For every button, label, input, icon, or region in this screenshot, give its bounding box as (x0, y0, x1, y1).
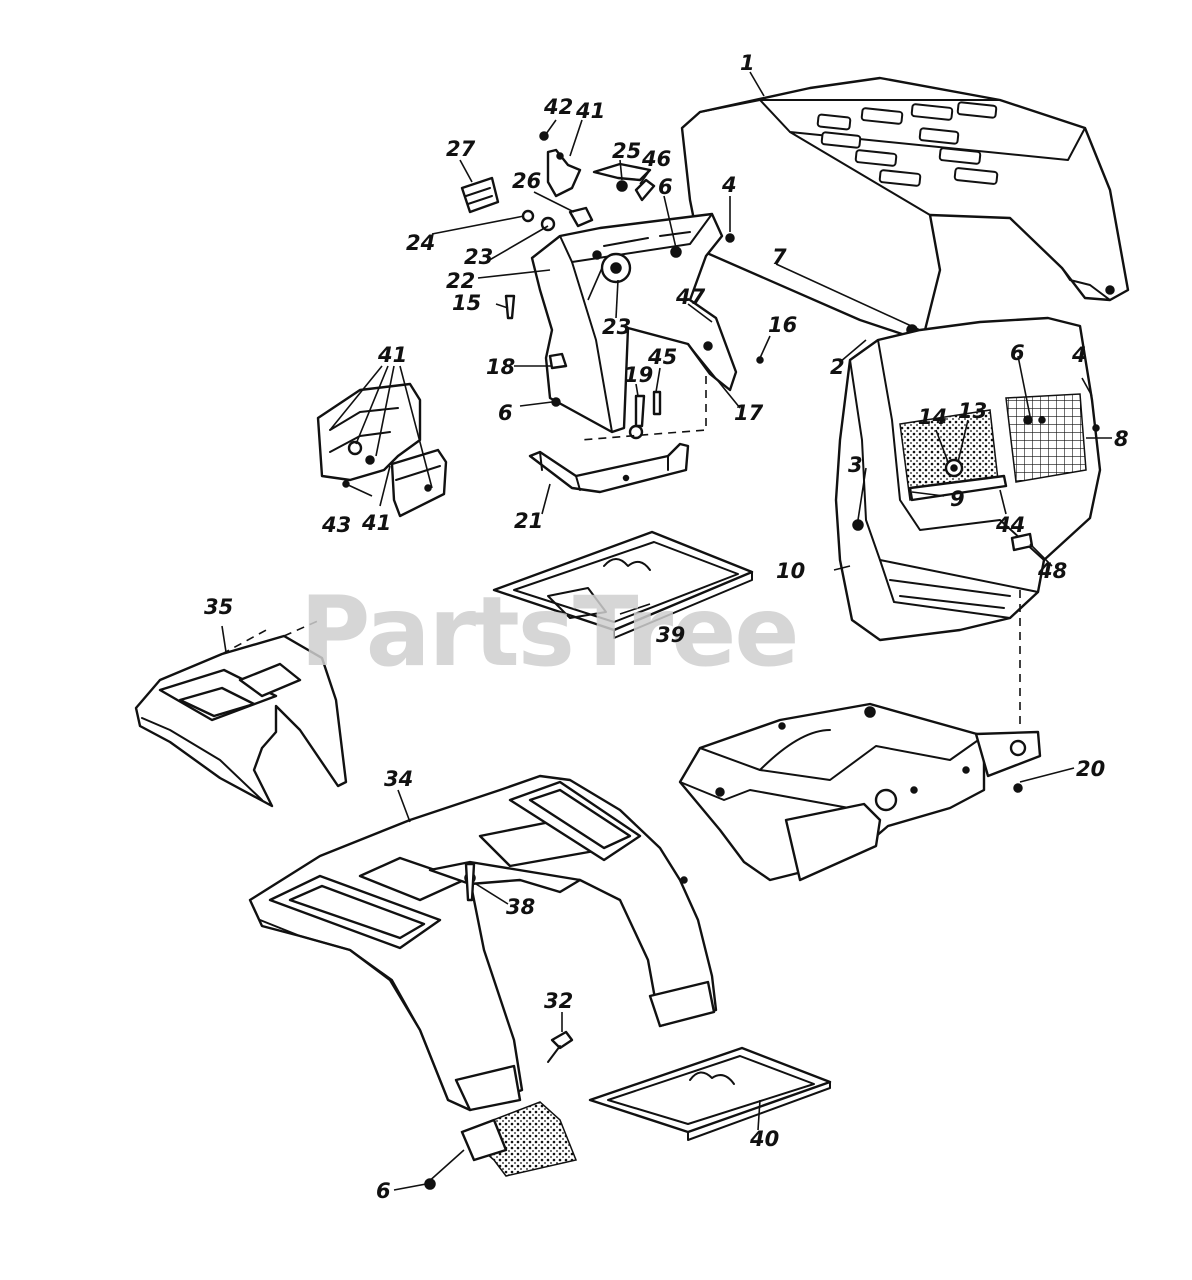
callout-labels: 1 42 41 27 25 46 26 6 4 24 23 7 22 47 15… (204, 51, 1129, 1203)
callout-21: 21 (514, 509, 543, 533)
callout-35: 35 (204, 595, 233, 619)
callout-24: 24 (406, 231, 435, 255)
callout-44: 44 (995, 513, 1025, 537)
choke-lever-assembly (460, 131, 735, 243)
callout-2: 2 (830, 355, 845, 379)
callout-47: 47 (675, 285, 706, 309)
callout-25: 25 (612, 139, 641, 163)
callout-8: 8 (1114, 427, 1129, 451)
fender-34 (248, 774, 718, 1112)
callout-38: 38 (506, 895, 535, 919)
callout-45: 45 (647, 345, 677, 369)
hood (680, 76, 1130, 337)
callout-1: 1 (740, 51, 755, 75)
callout-22: 22 (446, 269, 475, 293)
callout-20: 20 (1076, 757, 1105, 781)
callout-6b: 6 (1010, 341, 1025, 365)
callout-41: 41 (575, 99, 605, 123)
chassis-frame (678, 702, 1042, 882)
callout-39: 39 (656, 623, 685, 647)
callout-7: 7 (772, 245, 787, 269)
alignment-lines (579, 376, 1021, 730)
callout-41c: 41 (361, 511, 391, 535)
callout-41b: 41 (377, 343, 407, 367)
front-nose (834, 316, 1102, 642)
callout-15: 15 (452, 291, 481, 315)
fender-35 (134, 619, 348, 808)
callout-32: 32 (544, 989, 573, 1013)
floor-plate-39 (492, 530, 754, 639)
leader-lines (221, 71, 1112, 1191)
callout-19: 19 (624, 363, 653, 387)
callout-3: 3 (848, 453, 863, 477)
floor-plate-40 (588, 1046, 832, 1141)
callout-6d: 6 (376, 1179, 391, 1203)
side-bracket-left (316, 382, 448, 518)
callout-23: 23 (464, 245, 493, 269)
callout-4: 4 (721, 173, 737, 197)
footrest (424, 1030, 578, 1190)
callout-23b: 23 (602, 315, 631, 339)
watermark: PartsTree (300, 576, 797, 688)
callout-6: 6 (658, 175, 673, 199)
dash-panel (530, 212, 738, 434)
callout-10: 10 (776, 559, 805, 583)
callout-13: 13 (958, 399, 987, 423)
callout-16: 16 (768, 313, 797, 337)
callout-9: 9 (950, 487, 965, 511)
callout-6c: 6 (498, 401, 513, 425)
callout-14: 14 (918, 405, 947, 429)
callout-27: 27 (446, 137, 476, 161)
callout-46: 46 (641, 147, 671, 171)
callout-26: 26 (512, 169, 541, 193)
callout-42: 42 (543, 95, 573, 119)
callout-4b: 4 (1071, 343, 1087, 367)
bracket-21 (528, 442, 690, 494)
callout-48: 48 (1037, 559, 1067, 583)
callout-18: 18 (486, 355, 515, 379)
callout-34: 34 (384, 767, 413, 791)
callout-43: 43 (321, 513, 351, 537)
callout-17: 17 (734, 401, 764, 425)
callout-40: 40 (749, 1127, 779, 1151)
